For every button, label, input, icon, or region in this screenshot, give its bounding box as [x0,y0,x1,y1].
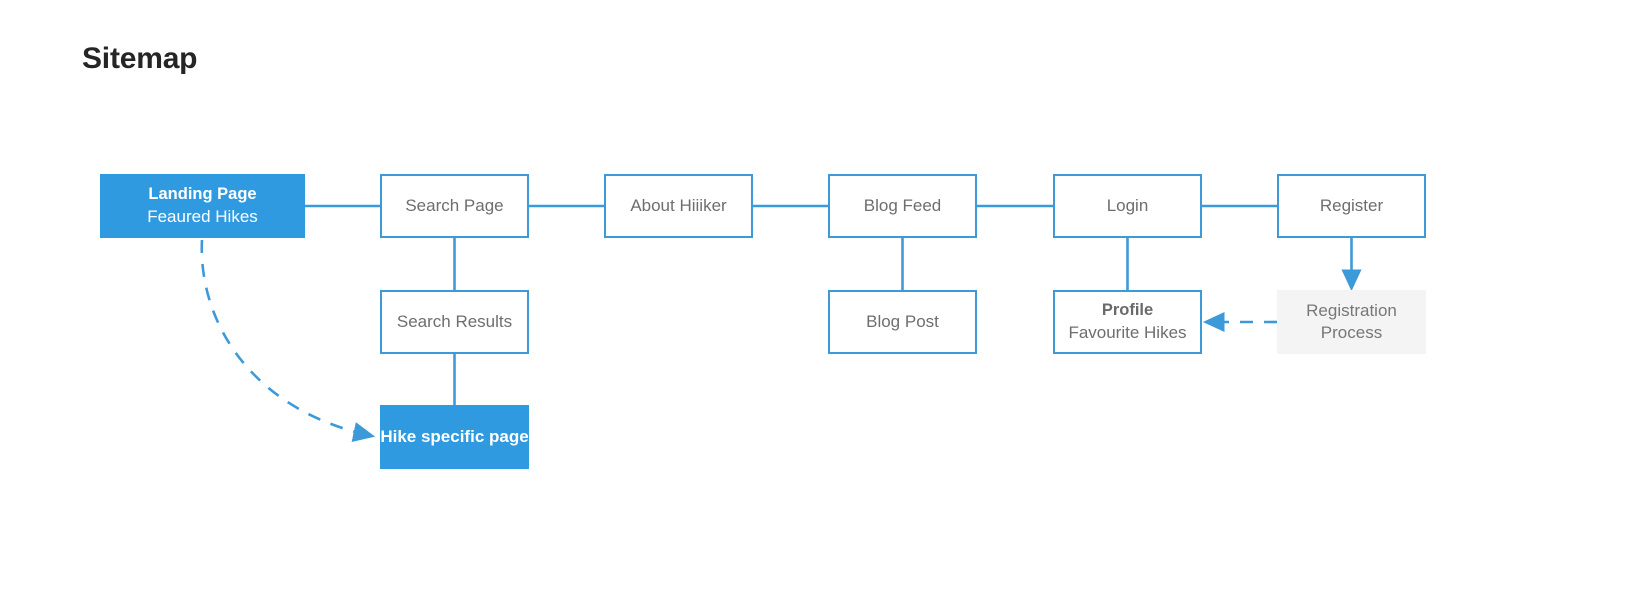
edge-landing-to-hike [200,239,376,443]
node-label-primary: Register [1319,195,1384,215]
node-hike-specific-page[interactable]: Hike specific page [380,405,529,469]
node-label-secondary: Favourite Hikes [1068,322,1187,342]
node-label-primary: Landing Page [148,184,257,203]
node-label-primary: Blog Post [866,311,939,331]
node-label-secondary: Process [1320,323,1383,342]
node-about-hiiiker[interactable]: About Hiiiker [604,174,753,238]
node-blog-feed[interactable]: Blog Feed [828,174,977,238]
node-label-primary: Search Page [405,195,504,215]
node-label-primary: Login [1106,195,1149,215]
node-search-page[interactable]: Search Page [380,174,529,238]
node-label-primary: Registration [1306,300,1397,320]
page-title: Sitemap [82,42,198,75]
node-label-secondary: Feaured Hikes [147,206,258,226]
node-label-primary: About Hiiiker [630,195,727,215]
node-label-primary: Hike specific page [380,426,529,446]
node-blog-post[interactable]: Blog Post [828,290,977,354]
node-search-results[interactable]: Search Results [380,290,529,354]
node-label-primary: Profile [1101,300,1154,319]
node-label-primary: Search Results [396,311,513,331]
node-register[interactable]: Register [1277,174,1426,238]
node-login[interactable]: Login [1053,174,1202,238]
node-label-primary: Blog Feed [863,195,942,215]
